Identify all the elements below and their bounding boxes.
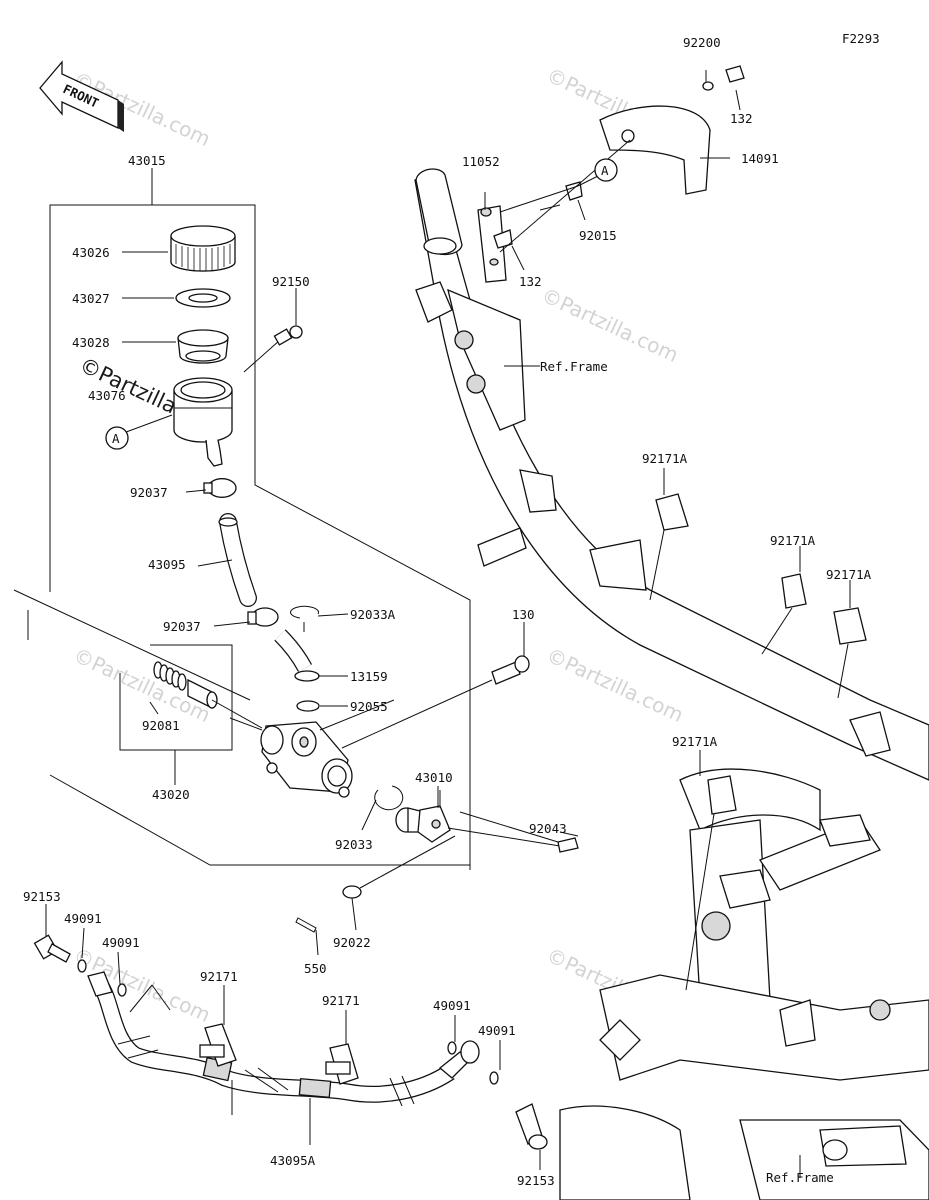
callout-49091-a: 49091 bbox=[64, 911, 102, 926]
callout-92171-left: 92171 bbox=[200, 969, 238, 984]
master-cylinder-assembly bbox=[153, 225, 579, 956]
cotter-pin bbox=[295, 917, 317, 933]
washer-49091d bbox=[489, 1071, 499, 1085]
callout-130: 130 bbox=[512, 607, 535, 622]
callout-92171a-1: 92171A bbox=[642, 451, 688, 466]
callout-132-top: 132 bbox=[730, 111, 753, 126]
piston-kit-spring bbox=[153, 661, 218, 710]
callout-92033: 92033 bbox=[335, 837, 373, 852]
callout-43028: 43028 bbox=[72, 335, 110, 350]
callout-92171a-2: 92171A bbox=[770, 533, 816, 548]
callout-14091: 14091 bbox=[741, 151, 779, 166]
callout-labels: 43015 43026 43027 43028 43076 92037 4309… bbox=[23, 35, 872, 1188]
callout-92037-upper: 92037 bbox=[130, 485, 168, 500]
reservoir-cap bbox=[170, 225, 236, 272]
callout-43095: 43095 bbox=[148, 557, 186, 572]
hose-clamp-lower bbox=[247, 607, 279, 627]
callout-43026: 43026 bbox=[72, 245, 110, 260]
callout-92153-left: 92153 bbox=[23, 889, 61, 904]
hose-clamp-upper bbox=[203, 478, 237, 498]
callout-11052: 11052 bbox=[462, 154, 500, 169]
callout-49091-d: 49091 bbox=[478, 1023, 516, 1038]
bracket-and-cover bbox=[477, 65, 745, 283]
callout-92153-right: 92153 bbox=[517, 1173, 555, 1188]
callout-43076: 43076 bbox=[88, 388, 126, 403]
callout-92037-lower: 92037 bbox=[163, 619, 201, 634]
callout-92043: 92043 bbox=[529, 821, 567, 836]
callout-550: 550 bbox=[304, 961, 327, 976]
callout-92055: 92055 bbox=[350, 699, 388, 714]
watermarks: ©Partzilla.com ©Partzilla.com ©Partzilla… bbox=[70, 63, 687, 1027]
banjo-bolt-left bbox=[33, 934, 87, 973]
callout-43095a: 43095A bbox=[270, 1153, 316, 1168]
callout-43027: 43027 bbox=[72, 291, 110, 306]
callout-92200: 92200 bbox=[683, 35, 721, 50]
callout-92171-right: 92171 bbox=[322, 993, 360, 1008]
callout-92033a: 92033A bbox=[350, 607, 396, 622]
brake-hose-assembly bbox=[33, 934, 548, 1170]
circlip-92033 bbox=[374, 785, 404, 811]
callout-49091-b: 49091 bbox=[102, 935, 140, 950]
hose-clamp-92171-left bbox=[199, 1023, 237, 1067]
callout-ref-frame-top: Ref.Frame bbox=[540, 359, 608, 374]
pushrod-clevis bbox=[395, 790, 451, 843]
bolt-92150 bbox=[243, 325, 303, 373]
motorcycle-frame bbox=[414, 168, 929, 1200]
washer-92022 bbox=[342, 885, 362, 899]
clevis-pin bbox=[447, 811, 579, 853]
marker-a-left-label: A bbox=[112, 431, 120, 446]
master-cylinder-body bbox=[260, 721, 353, 798]
group-bracket-43015 bbox=[13, 168, 471, 870]
callout-ref-frame-bottom: Ref.Frame bbox=[766, 1170, 834, 1185]
circlip-92033a bbox=[290, 605, 320, 619]
hose-fitting bbox=[274, 629, 320, 682]
callout-92081: 92081 bbox=[142, 718, 180, 733]
banjo-bolt-right bbox=[515, 1103, 548, 1150]
hose-clamp-92171-right bbox=[325, 1043, 359, 1085]
reservoir-plate bbox=[175, 288, 231, 308]
reservoir-hose bbox=[218, 513, 257, 607]
callout-13159: 13159 bbox=[350, 669, 388, 684]
washer-49091c bbox=[447, 1041, 457, 1055]
callout-92171a-3: 92171A bbox=[826, 567, 872, 582]
frame-clips bbox=[655, 493, 867, 815]
o-ring-92055 bbox=[296, 700, 320, 712]
callout-92015: 92015 bbox=[579, 228, 617, 243]
callout-43015: 43015 bbox=[128, 153, 166, 168]
hose-braid-2 bbox=[298, 1078, 332, 1098]
callout-132-lower: 132 bbox=[519, 274, 542, 289]
marker-a-right: A bbox=[594, 158, 618, 182]
washer-49091b bbox=[117, 983, 127, 997]
callout-43010: 43010 bbox=[415, 770, 453, 785]
fluid-reservoir bbox=[173, 377, 233, 467]
figure-code: F2293 bbox=[842, 31, 880, 46]
watermark: ©Partzilla.com bbox=[538, 283, 682, 367]
callout-49091-c: 49091 bbox=[433, 998, 471, 1013]
bolt-130 bbox=[341, 655, 530, 749]
callout-92022: 92022 bbox=[333, 935, 371, 950]
marker-a-right-label: A bbox=[601, 163, 609, 178]
callout-43020: 43020 bbox=[152, 787, 190, 802]
callout-92150: 92150 bbox=[272, 274, 310, 289]
marker-a-left: A bbox=[105, 426, 129, 450]
callout-92171a-4: 92171A bbox=[672, 734, 718, 749]
reservoir-diaphragm bbox=[177, 329, 229, 364]
